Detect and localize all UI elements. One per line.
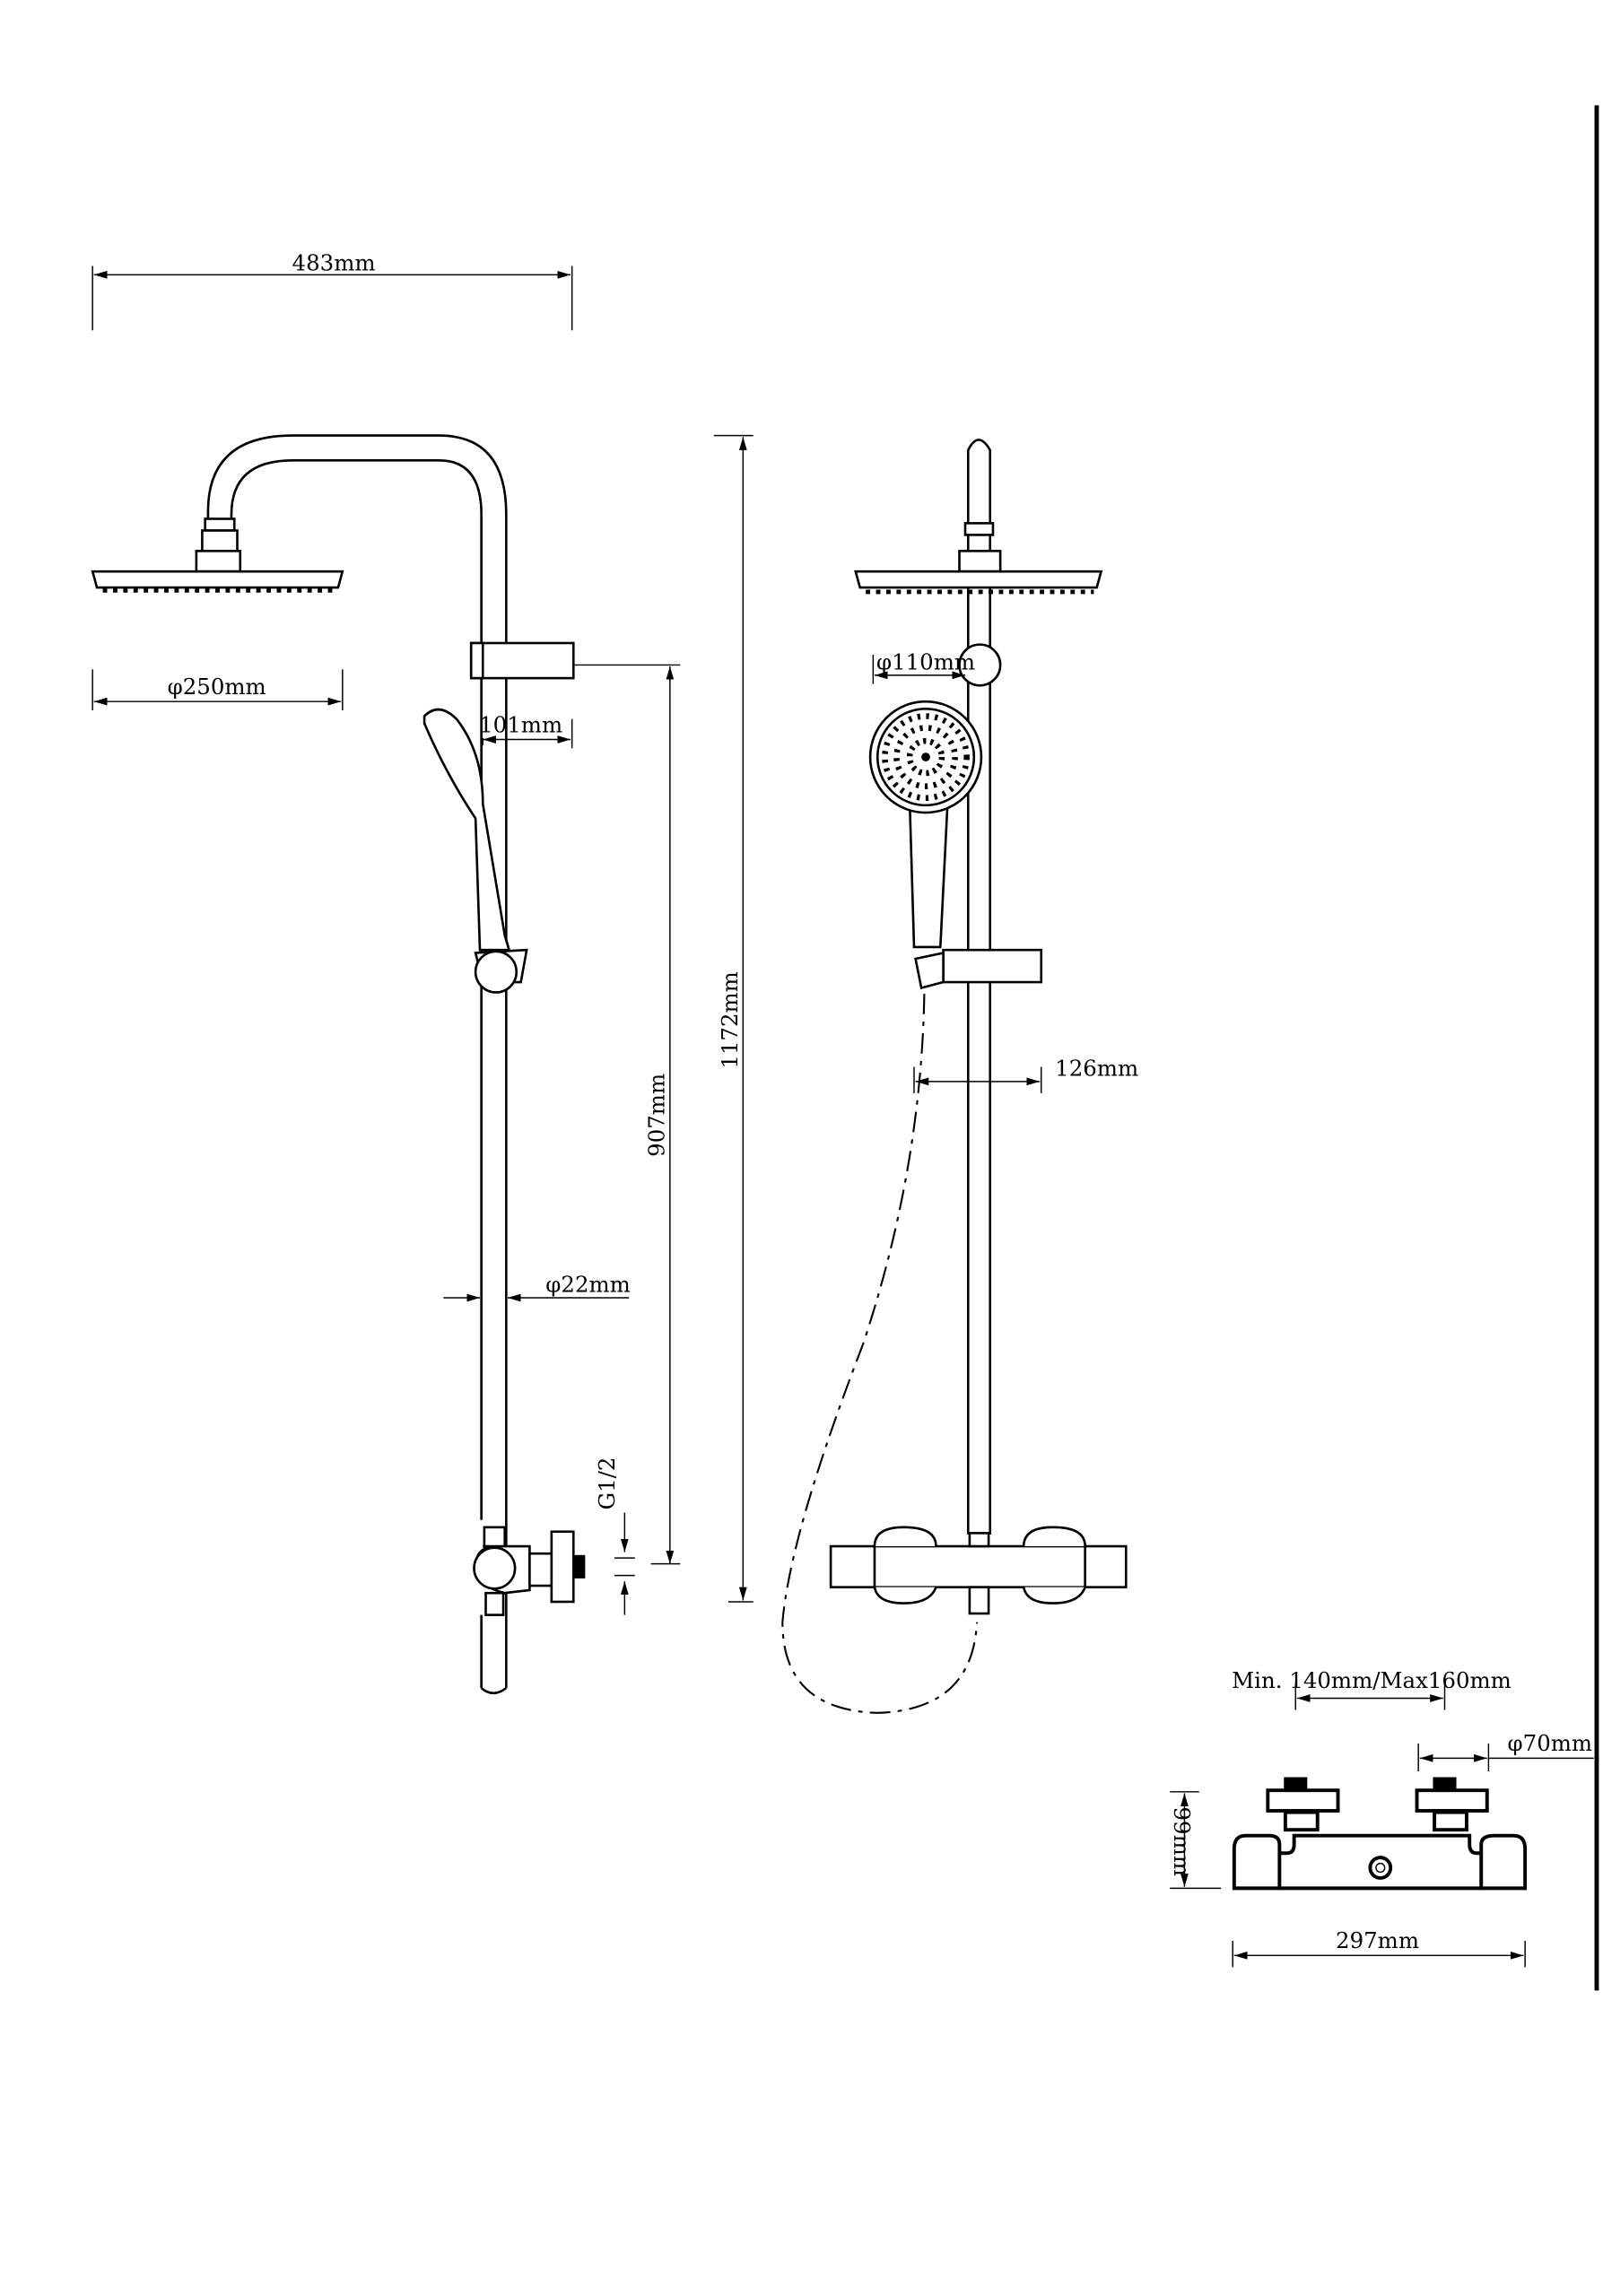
label-total-height: 1172mm (717, 971, 743, 1069)
valve-side (473, 1526, 586, 1616)
riser-pipe (966, 439, 992, 1535)
label-thread: G1/2 (594, 1457, 620, 1510)
front-view: φ110mm 126mm (781, 439, 1138, 1714)
dimension-total-height: 1172mm (713, 434, 754, 1603)
slide-bracket (469, 641, 575, 680)
valve-view: Min. 140mm/Max160mm φ70mm 99mm 297mm (1169, 1667, 1594, 1968)
rain-head (91, 570, 344, 589)
label-valve-height: 99mm (1169, 1806, 1195, 1875)
label-valve-width: 297mm (1336, 1927, 1419, 1953)
thermostatic-valve (829, 1544, 1128, 1588)
label-overall-width: 483mm (292, 249, 376, 275)
label-slider-height: 907mm (643, 1074, 669, 1157)
shower-arm (206, 434, 508, 1689)
dimension-overall-width: 483mm (91, 249, 573, 331)
side-view: 483mm φ250mm 101mm 907mm (91, 249, 681, 1695)
label-pipe-diameter: φ22mm (545, 1272, 631, 1298)
label-handshower-diameter: φ110mm (876, 648, 975, 674)
shower-hose (781, 994, 979, 1714)
rain-head-front (854, 570, 1103, 589)
label-hose-offset: 126mm (1055, 1055, 1138, 1081)
hand-shower-side (423, 708, 511, 952)
hand-shower-front (908, 799, 949, 949)
label-knob-diameter: φ70mm (1508, 1730, 1593, 1756)
label-head-diameter: φ250mm (168, 674, 266, 700)
slide-bar-holder (942, 948, 1043, 984)
holder-knob (474, 950, 518, 994)
label-inlet-spacing: Min. 140mm/Max160mm (1232, 1667, 1512, 1693)
label-holder-offset: 101mm (479, 711, 562, 737)
